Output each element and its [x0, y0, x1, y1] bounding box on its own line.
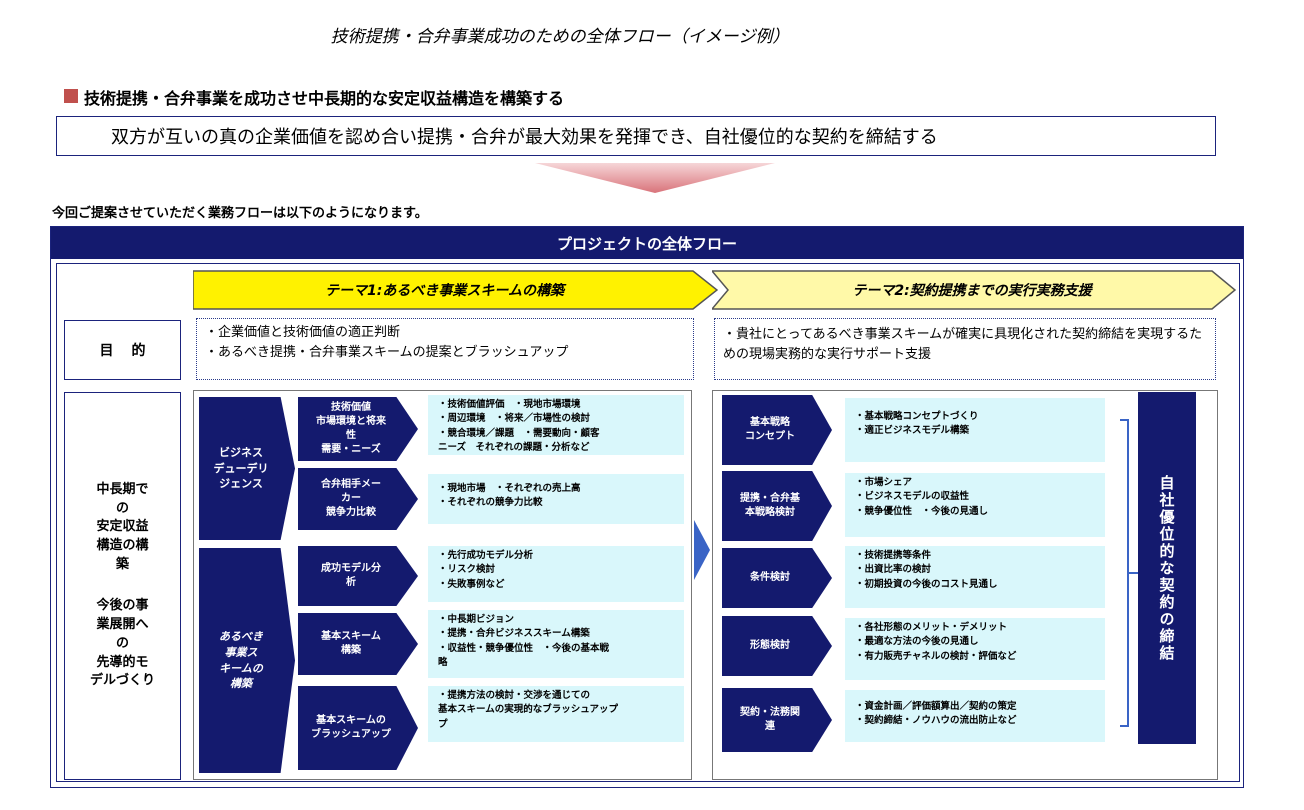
purpose-line: ・貴社にとってあるべき事業スキームが確実に具現化された契約締結を実現するための現…: [723, 327, 1203, 363]
tab-line: 条件検討: [750, 572, 790, 583]
tab-line: 合弁相手メー: [321, 479, 381, 490]
row-strategy-concept-content: ・基本戦略コンセプトづくり ・適正ビジネスモデル構築: [845, 398, 1105, 462]
chevron-right-icon: [694, 520, 710, 580]
goal-label: 中長期で の 安定収益 構造の構 築 今後の事 業展開へ の 先導的モ デルづく…: [64, 392, 181, 780]
goal-label-line: の: [115, 635, 129, 651]
tab-line: 析: [346, 577, 356, 588]
group-label-line: 事業ス: [224, 645, 258, 659]
theme2-arrow: テーマ2:契約提携までの実行実務支援: [712, 270, 1236, 310]
theme2-label: テーマ2:契約提携までの実行実務支援: [852, 283, 1092, 299]
goal-label-line: デルづくり: [89, 673, 155, 689]
tab-line: カー: [341, 493, 361, 504]
row-basic-scheme-content: ・中長期ビジョン ・提携・合弁ビジネススキーム構築 ・収益性・競争優位性 ・今後…: [428, 610, 684, 678]
tab-line: 提携・合弁基: [740, 493, 800, 504]
row-alliance-strategy-tab: 提携・合弁基 本戦略検討: [722, 471, 832, 541]
goal-label-line: 築: [115, 557, 129, 573]
row-brushup-content: ・提携方法の検討・交渉を通じての 基本スキームの実現的なブラッシュアップ プ: [428, 686, 684, 742]
goal-label-line: 今後の事: [96, 598, 149, 613]
group-label-line: あるべき: [219, 629, 263, 643]
group-ideal-scheme: あるべき 事業ス キームの 構築: [199, 548, 295, 773]
objective-banner: 双方が互いの真の企業価値を認め合い提携・合弁が最大効果を発揮でき、自社優位的な契…: [56, 116, 1216, 156]
group-label-line: ビジネス: [219, 445, 263, 459]
theme1-label: テーマ1:あるべき事業スキームの構築: [325, 283, 564, 299]
group-label-line: キームの: [219, 661, 263, 675]
section-marker: [64, 89, 78, 103]
group-label-line: ジェンス: [219, 477, 263, 491]
tab-line: ブラッシュアップ: [311, 729, 391, 740]
theme1-arrow: テーマ1:あるべき事業スキームの構築: [193, 270, 718, 310]
row-brushup-tab: 基本スキームの ブラッシュアップ: [298, 686, 418, 770]
row-partner-compare-tab: 合弁相手メー カー 競争力比較: [298, 468, 418, 530]
tab-line: 形態検討: [750, 640, 790, 651]
goal-label-line: 先導的モ: [96, 654, 149, 670]
goal-label-line: 業展開へ: [96, 616, 149, 632]
goal-label-line: の: [115, 500, 129, 516]
row-form-tab: 形態検討: [722, 616, 832, 676]
row-partner-compare-content: ・現地市場 ・それぞれの売上高 ・それぞれの競争力比較: [428, 474, 684, 524]
tab-line: 市場環境と将来: [316, 416, 386, 427]
tab-line: 成功モデル分: [321, 563, 381, 574]
purpose-line: ・あるべき提携・合弁事業スキームの提案とブラッシュアップ: [205, 345, 569, 361]
row-tech-value-tab: 技術価値 市場環境と将来 性 需要・ニーズ: [298, 397, 418, 461]
row-tech-value-content: ・技術価値評価 ・現地市場環境 ・周辺環境 ・将来／市場性の検討 ・競合環境／課…: [428, 395, 684, 455]
theme1-purpose: ・企業価値と技術価値の適正判断 ・あるべき提携・合弁事業スキームの提案とブラッシ…: [196, 318, 694, 380]
tab-line: 性: [346, 430, 356, 441]
tab-line: 基本スキームの: [316, 715, 386, 726]
intro-text: 今回ご提案させていただく業務フローは以下のようになります。: [52, 206, 428, 221]
document-title: 技術提携・合弁事業成功のための全体フロー（イメージ例）: [330, 27, 790, 47]
goal-label-line: 安定収益: [96, 519, 149, 535]
final-contract-box: 自社優位的な契約の締結: [1138, 392, 1196, 744]
tab-line: 本戦略検討: [745, 507, 795, 518]
project-flow-header: プロジェクトの全体フロー: [51, 227, 1243, 259]
tab-line: 基本スキーム: [321, 631, 381, 642]
row-success-model-tab: 成功モデル分 析: [298, 546, 418, 606]
group-label-line: デューデリ: [213, 461, 269, 475]
tab-line: コンセプト: [745, 431, 795, 442]
purpose-label: 目的: [64, 320, 181, 380]
row-strategy-concept-tab: 基本戦略 コンセプト: [722, 395, 832, 465]
row-conditions-content: ・技術提携等条件 ・出資比率の検討 ・初期投資の今後のコスト見通し: [845, 546, 1105, 608]
theme1-arrow-shape: [193, 270, 718, 310]
group-label-line: 構築: [230, 677, 252, 691]
row-form-content: ・各社形態のメリット・デメリット ・最適な方法の今後の見通し ・有力販売チャネル…: [845, 618, 1105, 680]
row-legal-content: ・資金計画／評価額算出／契約の策定 ・契約締結・ノウハウの流出防止など: [845, 690, 1105, 742]
tab-line: 需要・ニーズ: [321, 444, 381, 455]
row-conditions-tab: 条件検討: [722, 548, 832, 608]
tab-line: 基本戦略: [750, 417, 790, 428]
goal-label-line: 構造の構: [96, 538, 149, 554]
section-heading: 技術提携・合弁事業を成功させ中長期的な安定収益構造を構築する: [84, 89, 565, 108]
row-alliance-strategy-content: ・市場シェア ・ビジネスモデルの収益性 ・競争優位性 ・今後の見通し: [845, 473, 1105, 537]
goal-label-line: 中長期で: [96, 481, 149, 497]
tab-line: 技術価値: [331, 402, 371, 413]
group-business-due-diligence: ビジネス デューデリ ジェンス: [199, 397, 295, 540]
down-arrow-icon: [535, 163, 775, 193]
tab-line: 競争力比較: [326, 507, 376, 518]
tab-line: 連: [765, 721, 775, 732]
row-legal-tab: 契約・法務関 連: [722, 688, 832, 752]
project-flow-body: [56, 263, 1240, 782]
purpose-line: ・企業価値と技術価値の適正判断: [205, 325, 401, 340]
tab-line: 契約・法務関: [740, 707, 800, 718]
row-success-model-content: ・先行成功モデル分析 ・リスク検討 ・失敗事例など: [428, 546, 684, 602]
project-flow-frame: [50, 226, 1244, 788]
objective-banner-text: 双方が互いの真の企業価値を認め合い提携・合弁が最大効果を発揮でき、自社優位的な契…: [111, 127, 938, 148]
tab-line: 構築: [340, 645, 361, 656]
row-basic-scheme-tab: 基本スキーム 構築: [298, 613, 418, 675]
theme2-arrow-shape: [712, 270, 1236, 310]
theme2-purpose: ・貴社にとってあるべき事業スキームが確実に具現化された契約締結を実現するための現…: [714, 318, 1216, 380]
